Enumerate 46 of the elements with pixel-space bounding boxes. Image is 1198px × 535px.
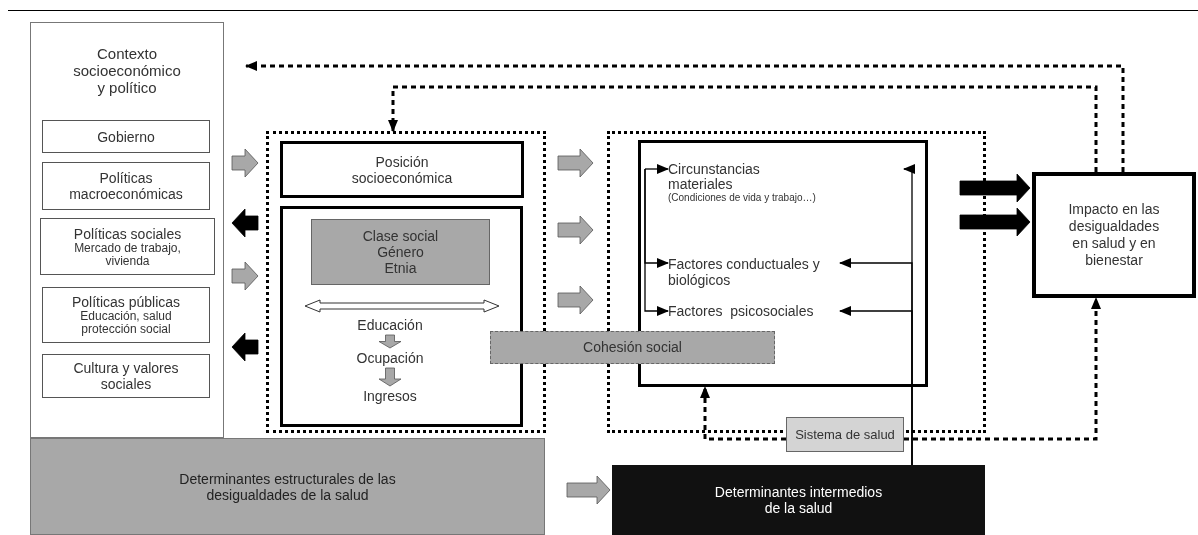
sub-text: Mercado de trabajo, vivienda: [73, 241, 182, 268]
sub-text: (Condiciones de vida y trabajo…): [668, 192, 816, 204]
block-arrow: [231, 332, 259, 362]
block-arrow: [959, 207, 1031, 237]
arrow: [644, 164, 669, 174]
block-arrow: [231, 148, 259, 178]
block-arrow: [566, 475, 611, 505]
box-heading: Circunstancias materiales: [668, 162, 761, 192]
block-arrow: [557, 215, 594, 245]
text-box: [40, 218, 215, 275]
block-arrow: [231, 261, 259, 291]
arrow: [839, 306, 913, 466]
box-heading: Políticas sociales: [73, 225, 182, 242]
sub-text: Educación, salud protección social: [79, 310, 172, 336]
context-panel: [30, 22, 224, 438]
text-box: Gobierno: [42, 120, 210, 153]
text-box: [42, 287, 210, 343]
box-heading: Contexto socioeconómico y político: [72, 45, 182, 96]
text-box: Posición socioeconómica: [280, 141, 524, 198]
text-box: Cultura y valores sociales: [42, 354, 210, 398]
structural-band: Determinantes estructurales de las desigualdades de la salud: [30, 438, 545, 535]
text-label: Ocupación: [340, 348, 440, 368]
block-arrow: [557, 285, 594, 315]
dashed-band: Cohesión social: [490, 331, 775, 364]
intermediate-band: Determinantes intermedios de la salud: [612, 465, 985, 535]
text-label: Factores psicosociales: [668, 300, 838, 322]
text-label: Factores conductuales y biológicos: [668, 252, 838, 292]
arrow: [700, 386, 786, 441]
system-box: Sistema de salud: [786, 417, 904, 452]
text-label: Educación: [340, 315, 440, 335]
category-box: Clase social Género Etnia: [311, 219, 490, 285]
box-heading: Políticas públicas: [71, 294, 181, 310]
block-arrow: [557, 148, 594, 178]
block-arrow: [378, 334, 402, 349]
block-arrow: [231, 208, 259, 238]
text-label: Ingresos: [340, 386, 440, 406]
text-box: Políticas macroeconómicas: [42, 162, 210, 210]
block-arrow: [959, 173, 1031, 203]
arrow: [904, 297, 1101, 441]
dashed-group-frame: [266, 131, 546, 433]
arrow: [388, 85, 1098, 172]
arrow: [245, 61, 1125, 172]
arrow: [644, 168, 669, 316]
outcome-box: Impacto en las desigualdades en salud y en bienestar: [1032, 172, 1196, 298]
block-arrow: [378, 367, 402, 387]
group-box: [280, 206, 523, 427]
